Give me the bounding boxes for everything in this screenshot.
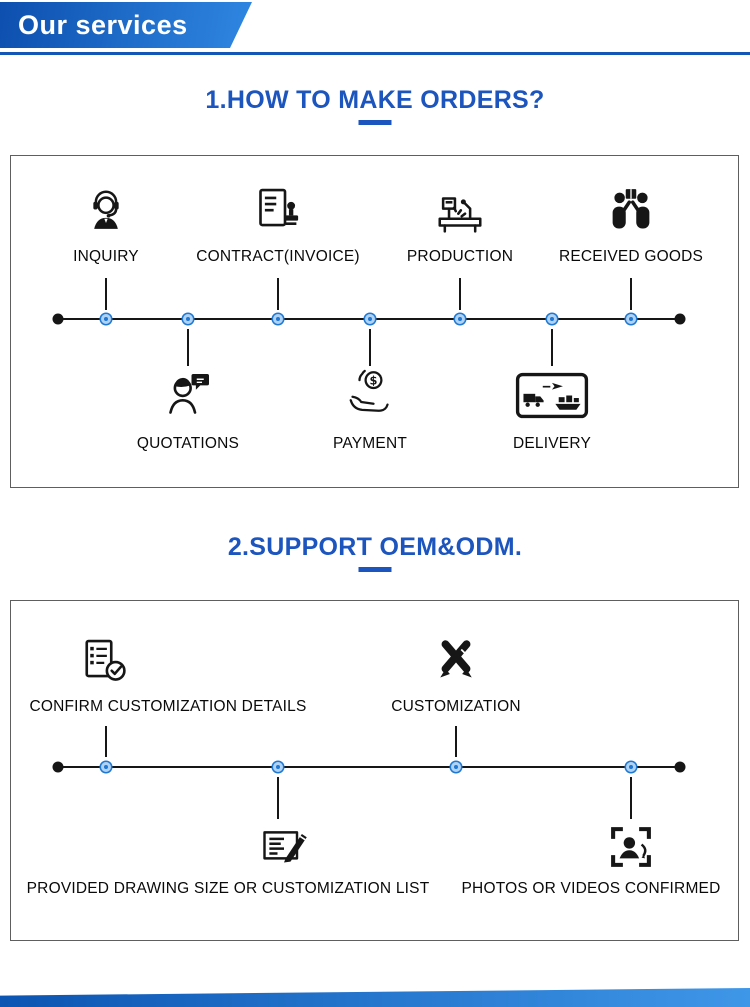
photos-confirmed-label: PHOTOS OR VIDEOS CONFIRMED	[461, 880, 721, 897]
production-label: PRODUCTION	[406, 248, 514, 265]
connector-line	[551, 329, 553, 366]
orders-flow-panel: INQUIRY CONTRACT(INVOICE) PRODUCTION REC…	[10, 155, 739, 488]
oem-odm-panel: CONFIRM CUSTOMIZATION DETAILS CUSTOMIZAT…	[10, 600, 739, 941]
timeline-endpoint	[52, 761, 64, 773]
section-1-underline	[358, 120, 392, 125]
timeline-line	[58, 766, 680, 768]
checklist-check-icon	[78, 634, 134, 690]
payment-label: PAYMENT	[332, 435, 408, 452]
connector-line	[105, 726, 107, 757]
contract-label: CONTRACT(INVOICE)	[196, 248, 360, 265]
connector-line	[455, 726, 457, 757]
connector-line	[187, 329, 189, 366]
delivery-label: DELIVERY	[513, 435, 591, 452]
svg-text:$: $	[370, 374, 378, 388]
timeline-node	[273, 762, 283, 772]
connector-line	[277, 777, 279, 819]
headset-agent-icon	[79, 185, 133, 239]
section-1-title: 1.HOW TO MAKE ORDERS?	[205, 86, 545, 114]
quotations-label: QUOTATIONS	[136, 435, 240, 452]
timeline-node	[273, 314, 283, 324]
timeline-endpoint	[52, 313, 64, 325]
timeline-node	[365, 314, 375, 324]
timeline-node	[626, 314, 636, 324]
connector-line	[369, 329, 371, 366]
crossed-pens-icon	[428, 632, 484, 688]
timeline-node	[183, 314, 193, 324]
connector-line	[277, 278, 279, 310]
transport-modes-icon	[515, 372, 589, 419]
handover-goods-icon	[603, 183, 659, 239]
section-2-title: 2.SUPPORT OEM&ODM.	[227, 533, 523, 561]
customization-label: CUSTOMIZATION	[391, 698, 521, 715]
timeline-node	[547, 314, 557, 324]
timeline-node	[101, 314, 111, 324]
photo-person-icon	[605, 821, 657, 873]
footer-bar	[0, 988, 750, 1007]
section-banner: Our services	[0, 2, 252, 48]
header-divider	[0, 52, 750, 55]
timeline-endpoint	[674, 761, 686, 773]
received-goods-label: RECEIVED GOODS	[558, 248, 704, 265]
drawing-size-label: PROVIDED DRAWING SIZE OR CUSTOMIZATION L…	[26, 880, 430, 897]
drawing-pencil-icon	[255, 821, 313, 873]
confirm-details-label: CONFIRM CUSTOMIZATION DETAILS	[29, 698, 307, 715]
connector-line	[105, 278, 107, 310]
hand-coin-icon: $	[342, 367, 398, 423]
quotation-bubble-icon	[160, 367, 216, 423]
section-2-underline	[358, 567, 392, 572]
connector-line	[630, 777, 632, 819]
timeline-node	[451, 762, 461, 772]
banner-title: Our services	[18, 9, 188, 40]
connector-line	[630, 278, 632, 310]
timeline-endpoint	[674, 313, 686, 325]
timeline-node	[626, 762, 636, 772]
timeline-node	[101, 762, 111, 772]
contract-stamp-icon	[250, 183, 306, 239]
timeline-node	[455, 314, 465, 324]
connector-line	[459, 278, 461, 310]
production-machine-icon	[431, 185, 489, 239]
inquiry-label: INQUIRY	[73, 248, 139, 265]
